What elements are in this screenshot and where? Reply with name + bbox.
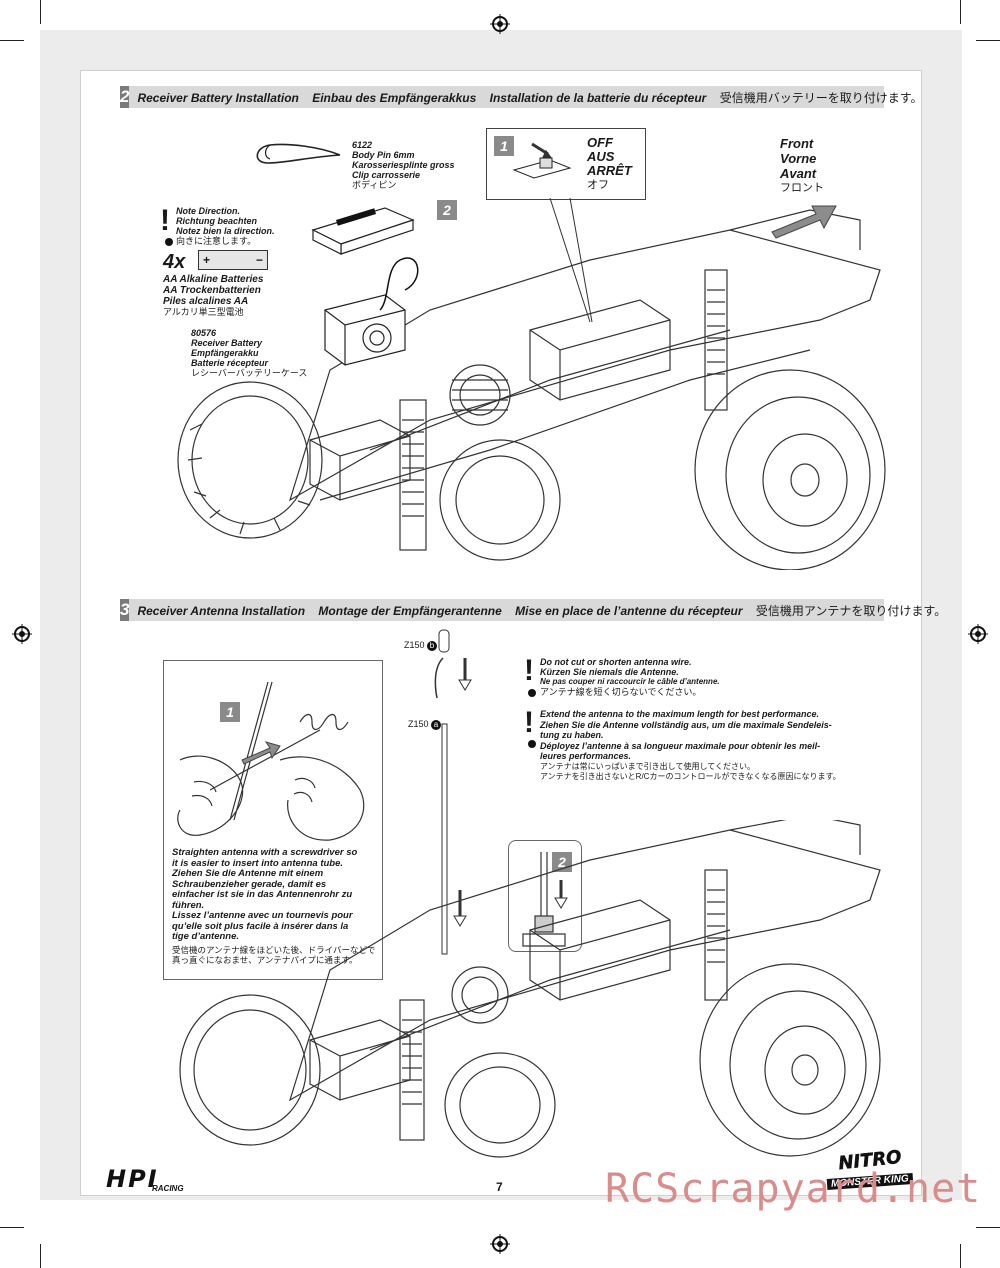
title-en: Receiver Battery Installation — [137, 90, 299, 105]
body-pin-icon — [256, 143, 341, 164]
switch-off-label: OFF AUS ARRÊT オフ — [587, 135, 632, 192]
part-z150-a-label: Z150 a — [408, 719, 442, 730]
section-3-step-number: 3 — [120, 599, 130, 621]
hpi-racing-logo: HPI RACING — [106, 1165, 184, 1193]
truck-illustration-top — [177, 209, 886, 570]
note-direction-label: Note Direction. Richtung beachten Notez … — [176, 206, 275, 246]
antenna-insert-detail-icon — [522, 852, 568, 947]
warning-1-bullet-icon — [528, 689, 536, 697]
receiver-battery-pack-icon — [311, 207, 419, 366]
warning-1-exclamation-icon: ! — [524, 654, 534, 687]
part-z150-b-label: Z150 b — [404, 640, 438, 651]
switch-icon — [512, 142, 572, 179]
section-2-header: 2 Receiver Battery Installation Einbau d… — [120, 86, 923, 108]
title-fr: Installation de la batterie du récepteur — [489, 90, 707, 105]
switch-leader-line — [549, 197, 593, 323]
aa-batteries-label: AA Alkaline Batteries AA Trockenbatterie… — [163, 274, 264, 317]
antenna-warning-1: Do not cut or shorten antenna wire. Kürz… — [540, 657, 720, 697]
section-3-title: Receiver Antenna Installation Montage de… — [137, 602, 946, 619]
screwdriver-instruction-panel — [163, 660, 383, 980]
warning-2-exclamation-icon: ! — [524, 706, 534, 739]
section-2-title: Receiver Battery Installation Einbau des… — [137, 89, 922, 106]
title-jp: 受信機用バッテリーを取り付けます。 — [719, 90, 923, 105]
part-letter-b-badge: b — [427, 641, 438, 651]
rcscrapyard-watermark: RCScrapyard.net — [605, 1166, 982, 1212]
registration-mark-top — [490, 14, 510, 34]
title-de: Montage der Empfängerantenne — [318, 603, 502, 618]
title-jp: 受信機用アンテナを取り付けます。 — [755, 603, 947, 618]
title-de: Einbau des Empfängerakkus — [312, 90, 477, 105]
substep-2-badge: 2 — [437, 200, 457, 220]
antenna-warning-2: Extend the antenna to the maximum length… — [540, 709, 841, 781]
part-6122-label: 6122 Body Pin 6mm Karosseriesplinte gros… — [352, 140, 455, 190]
front-arrow-icon — [771, 205, 837, 239]
registration-mark-bottom — [490, 1234, 510, 1254]
hands-screwdriver-illustration — [177, 681, 365, 841]
battery-plus-symbol: + — [203, 253, 211, 267]
battery-minus-symbol: − — [255, 253, 263, 267]
registration-mark-left — [12, 624, 32, 644]
section-2-step-number: 2 — [120, 86, 130, 108]
warning-2-bullet-icon — [528, 740, 536, 748]
substep-1-badge: 1 — [494, 136, 514, 156]
warning-exclamation-icon: ! — [160, 204, 170, 237]
aa-battery-icon: + − — [198, 250, 268, 270]
screwdriver-instruction-text: Straighten antenna with a screwdriver so… — [172, 847, 376, 965]
registration-mark-right — [968, 624, 988, 644]
section-3-header: 3 Receiver Antenna Installation Montage … — [120, 599, 946, 621]
substep-1-badge: 1 — [220, 702, 240, 722]
page-number: 7 — [496, 1180, 503, 1194]
front-direction-label: Front Vorne Avant フロント — [780, 136, 824, 194]
title-fr: Mise en place de l’antenne du récepteur — [515, 603, 743, 618]
antenna-tube-icon — [434, 629, 472, 955]
battery-quantity: 4x — [163, 251, 186, 273]
note-bullet-icon — [165, 238, 173, 246]
part-80576-label: 80576 Receiver Battery Empfängerakku Bat… — [191, 328, 308, 378]
part-letter-a-badge: a — [431, 720, 442, 730]
truck-illustration-bottom — [179, 820, 881, 1158]
title-en: Receiver Antenna Installation — [137, 603, 306, 618]
